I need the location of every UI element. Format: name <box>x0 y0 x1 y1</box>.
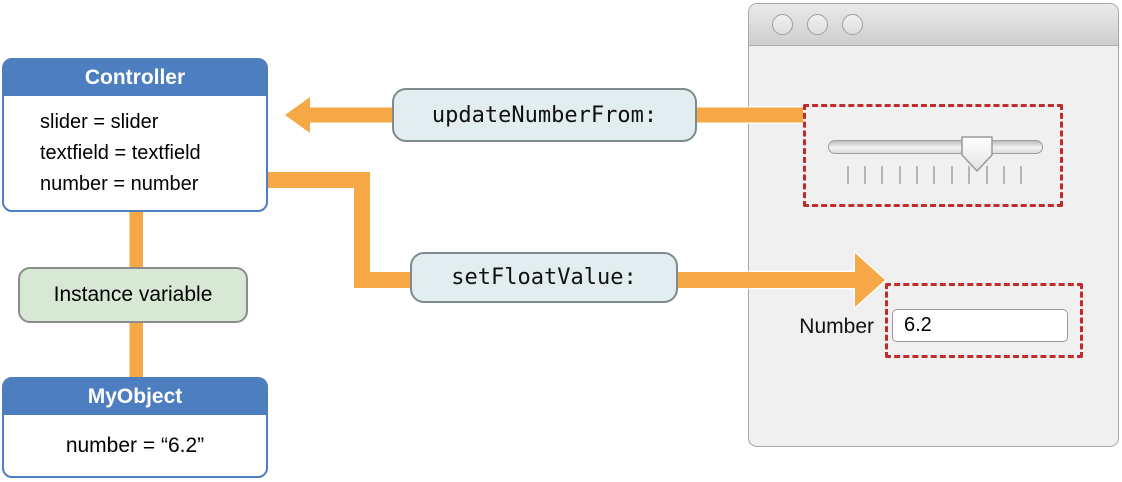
message-label-set-float-value: setFloatValue: <box>410 252 678 303</box>
slider-tick <box>846 165 849 184</box>
myobject-box-body: number = “6.2” <box>4 415 266 476</box>
slider-tick <box>1020 165 1023 184</box>
slider-track[interactable] <box>827 139 1043 154</box>
controller-box-body: slider = slider textfield = textfield nu… <box>4 96 266 200</box>
controller-line-number: number = number <box>40 173 199 195</box>
instance-variable-label: Instance variable <box>53 283 213 306</box>
myobject-line-number: number = “6.2” <box>65 433 205 457</box>
traffic-light-close-button[interactable] <box>772 14 793 35</box>
number-highlight-box <box>885 283 1083 358</box>
myobject-box: MyObject number = “6.2” <box>2 377 268 478</box>
slider-tick <box>863 165 866 184</box>
number-field-label: Number <box>799 315 874 338</box>
slider-tick <box>968 165 971 184</box>
controller-box: Controller slider = slider textfield = t… <box>2 58 268 212</box>
slider-thumb[interactable] <box>960 135 994 173</box>
slider-ticks <box>846 165 1023 184</box>
instance-variable-box: Instance variable <box>18 267 248 323</box>
traffic-light-zoom-button[interactable] <box>842 14 863 35</box>
slider-tick <box>898 165 901 184</box>
controller-box-title: Controller <box>4 60 266 96</box>
number-field-input[interactable] <box>892 309 1068 342</box>
slider-tick <box>950 165 953 184</box>
slider-tick <box>933 165 936 184</box>
slider-highlight-box <box>803 104 1063 207</box>
message-label-update-number-from: updateNumberFrom: <box>392 88 697 142</box>
slider-tick <box>985 165 988 184</box>
app-window-content: Number <box>748 3 1119 447</box>
traffic-light-minimize-button[interactable] <box>807 14 828 35</box>
controller-line-slider: slider = slider <box>40 111 159 133</box>
controller-line-textfield: textfield = textfield <box>40 142 201 164</box>
slider-tick <box>881 165 884 184</box>
update-number-from-text: updateNumberFrom: <box>431 102 658 128</box>
slider-tick <box>916 165 919 184</box>
window-titlebar <box>749 4 1118 46</box>
set-float-value-text: setFloatValue: <box>451 265 637 290</box>
slider-tick <box>1003 165 1006 184</box>
myobject-box-title: MyObject <box>4 379 266 415</box>
